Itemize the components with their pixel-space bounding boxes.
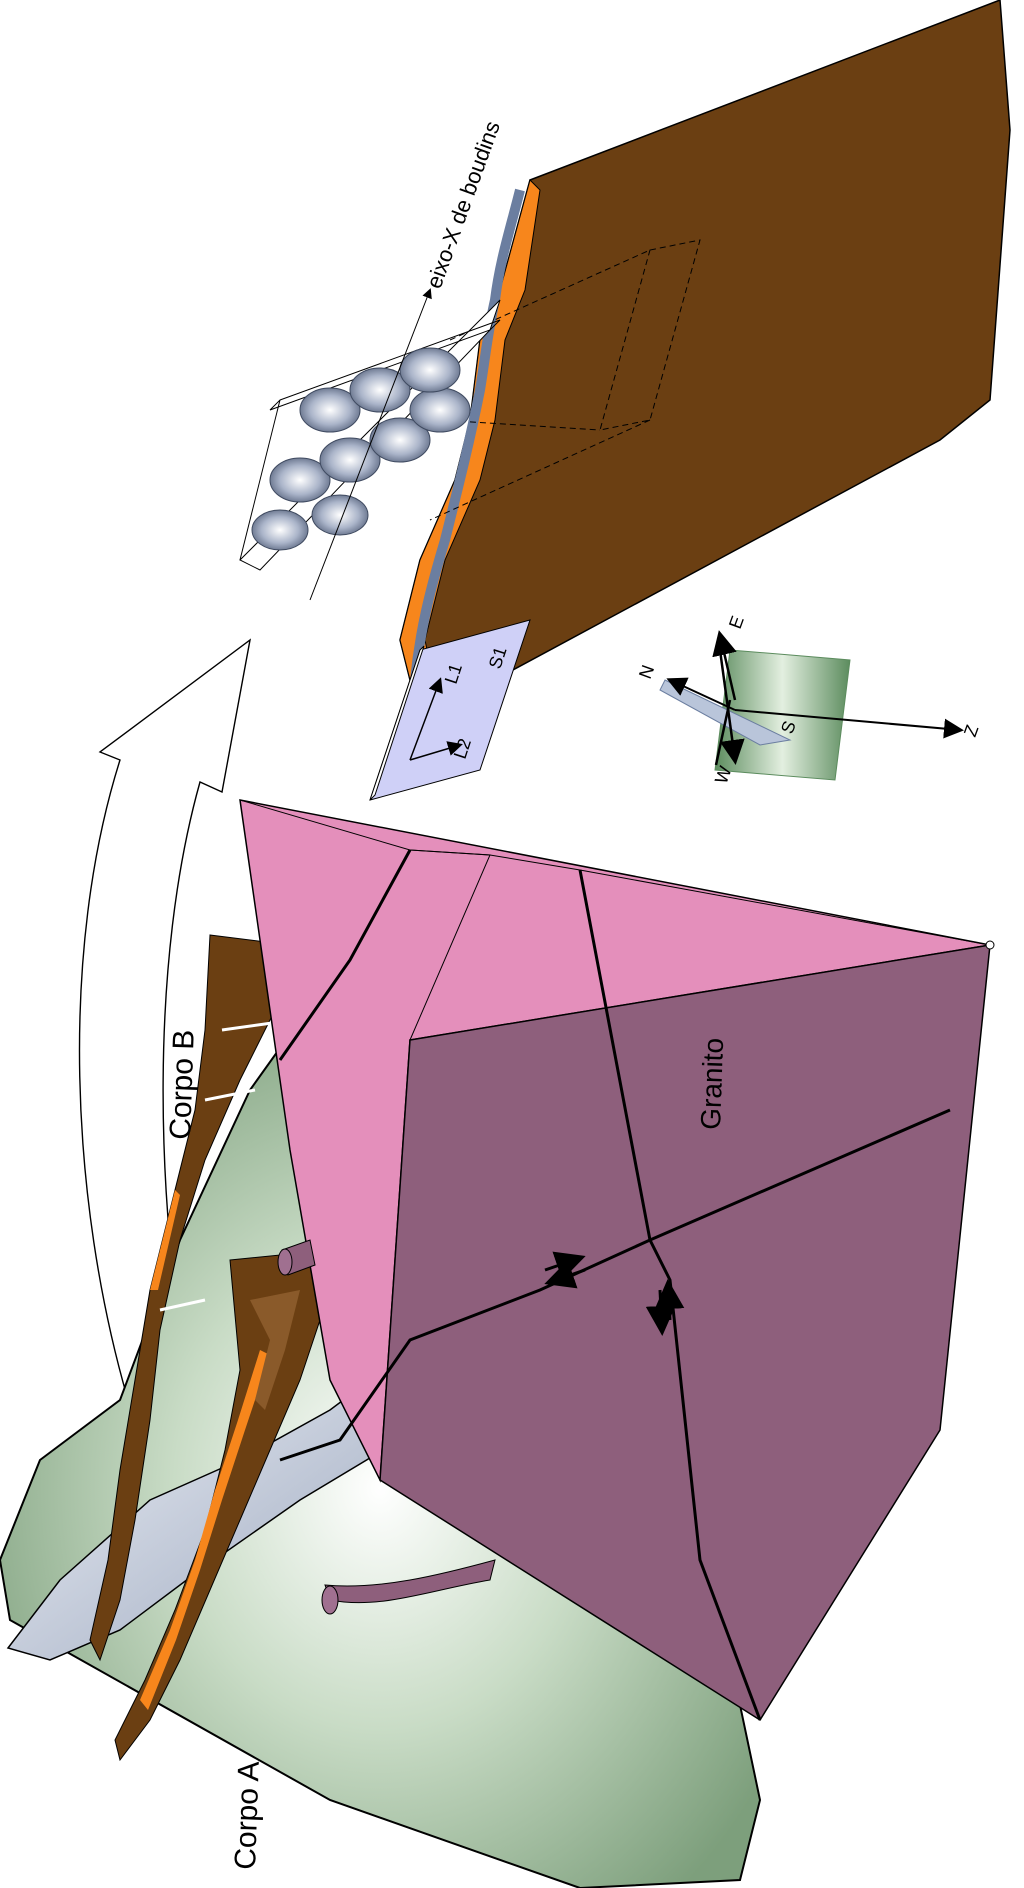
compass-label-n: N xyxy=(635,662,658,681)
pipe-intrusion xyxy=(324,1559,496,1604)
boudin-axis-arrow xyxy=(309,288,432,601)
foliation-plane-s1 xyxy=(369,619,531,801)
body-a xyxy=(114,1249,331,1762)
label-boudin-axis: eixo-X de boudins xyxy=(421,118,505,292)
compass-label-w: W xyxy=(711,764,736,787)
compass-diagram xyxy=(659,630,964,781)
host-rock-slab xyxy=(399,0,1011,722)
compass-label-z: Z xyxy=(960,722,983,739)
body-b xyxy=(89,934,291,1662)
label-body-b: Corpo B xyxy=(164,1029,201,1140)
granite-block xyxy=(239,799,995,1722)
compass-label-e: E xyxy=(725,613,748,631)
granite-front-face xyxy=(379,944,991,1722)
label-granite: Granito xyxy=(695,1037,729,1130)
label-body-a: Corpo A xyxy=(229,1761,266,1870)
curved-arrow xyxy=(78,638,252,1401)
boudin-block xyxy=(239,288,501,601)
